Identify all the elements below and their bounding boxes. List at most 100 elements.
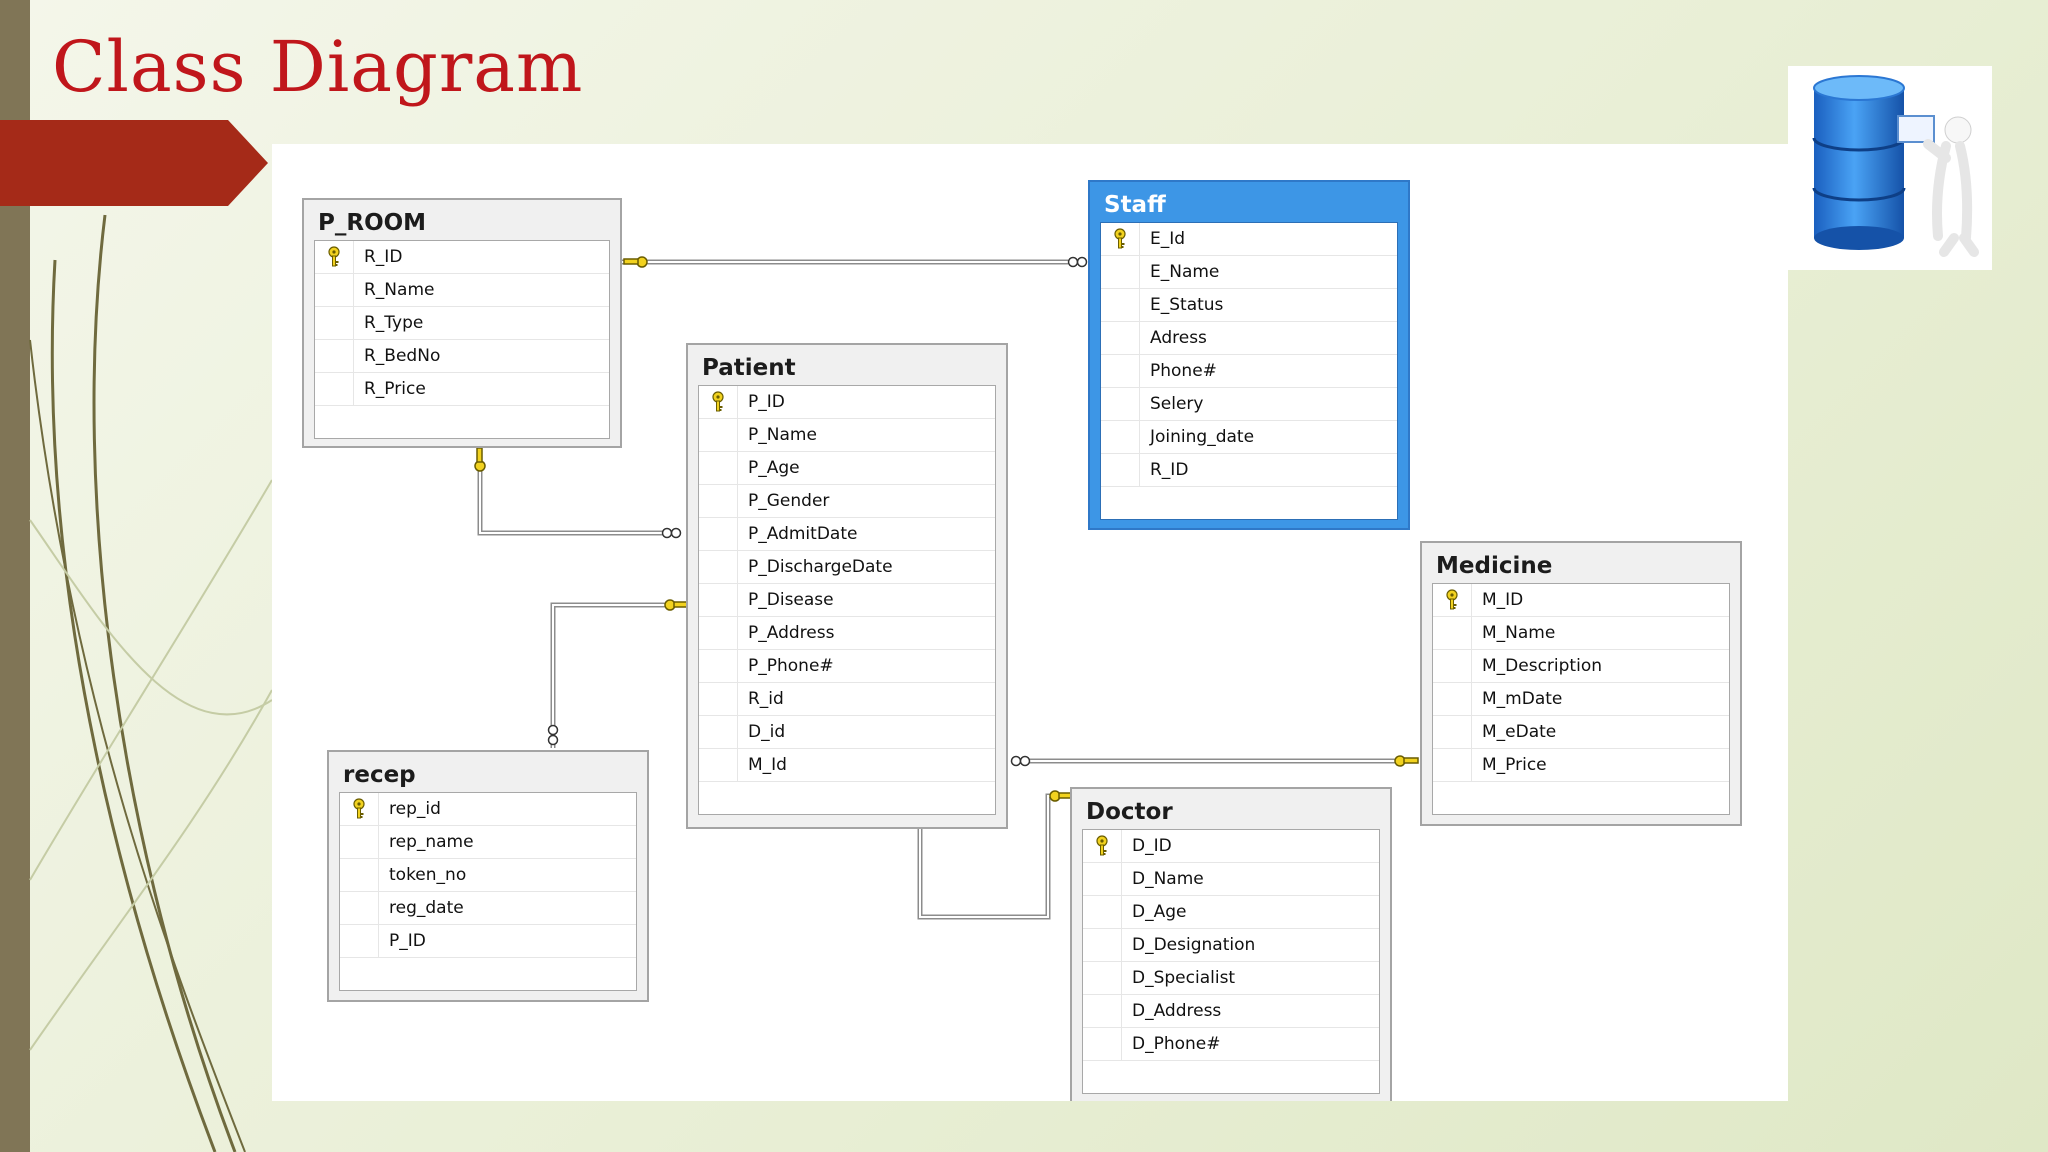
column-row[interactable]: D_Name: [1083, 863, 1379, 896]
column-row[interactable]: E_Status: [1101, 289, 1397, 322]
database-illustration: [1788, 66, 1992, 270]
column-row[interactable]: rep_id: [340, 793, 636, 826]
column-name: R_Name: [364, 280, 435, 300]
column-row[interactable]: M_mDate: [1433, 683, 1729, 716]
row-selector: [1083, 1028, 1122, 1060]
column-name: R_BedNo: [364, 346, 441, 366]
column-row[interactable]: P_Phone#: [699, 650, 995, 683]
row-selector: [340, 892, 379, 924]
column-name: R_ID: [364, 247, 403, 267]
column-row[interactable]: D_Phone#: [1083, 1028, 1379, 1061]
empty-row: [1083, 1061, 1379, 1093]
column-row[interactable]: R_Price: [315, 373, 609, 406]
row-selector: [315, 307, 354, 339]
column-name: M_ID: [1482, 590, 1524, 610]
row-selector: [699, 452, 738, 484]
column-row[interactable]: M_Description: [1433, 650, 1729, 683]
column-row[interactable]: P_ID: [340, 925, 636, 958]
row-selector: [340, 859, 379, 891]
empty-row: [699, 782, 995, 814]
column-row[interactable]: R_Type: [315, 307, 609, 340]
column-name: Adress: [1150, 328, 1207, 348]
column-row[interactable]: D_Designation: [1083, 929, 1379, 962]
column-row[interactable]: D_id: [699, 716, 995, 749]
column-row[interactable]: R_Name: [315, 274, 609, 307]
column-name: reg_date: [389, 898, 464, 918]
column-row[interactable]: Selery: [1101, 388, 1397, 421]
column-name: P_AdmitDate: [748, 524, 858, 544]
row-selector: [1083, 896, 1122, 928]
column-name: P_DischargeDate: [748, 557, 893, 577]
column-name: R_Price: [364, 379, 426, 399]
empty-row: [1101, 487, 1397, 519]
column-row[interactable]: Phone#: [1101, 355, 1397, 388]
column-row[interactable]: M_Price: [1433, 749, 1729, 782]
empty-row: [340, 958, 636, 990]
column-row[interactable]: R_ID: [1101, 454, 1397, 487]
column-row[interactable]: D_Age: [1083, 896, 1379, 929]
primary-key-icon: [315, 241, 354, 273]
column-row[interactable]: M_ID: [1433, 584, 1729, 617]
column-row[interactable]: P_ID: [699, 386, 995, 419]
column-name: E_Name: [1150, 262, 1220, 282]
row-selector: [1433, 683, 1472, 715]
column-row[interactable]: P_AdmitDate: [699, 518, 995, 551]
column-row[interactable]: D_ID: [1083, 830, 1379, 863]
column-row[interactable]: P_DischargeDate: [699, 551, 995, 584]
column-row[interactable]: E_Name: [1101, 256, 1397, 289]
column-name: D_Specialist: [1132, 968, 1236, 988]
column-name: M_eDate: [1482, 722, 1557, 742]
column-row[interactable]: M_Id: [699, 749, 995, 782]
column-row[interactable]: Adress: [1101, 322, 1397, 355]
slide-title: Class Diagram: [52, 26, 584, 108]
column-row[interactable]: P_Gender: [699, 485, 995, 518]
column-row[interactable]: rep_name: [340, 826, 636, 859]
column-row[interactable]: reg_date: [340, 892, 636, 925]
row-selector: [699, 749, 738, 781]
row-selector: [1083, 995, 1122, 1027]
column-row[interactable]: M_eDate: [1433, 716, 1729, 749]
row-selector: [699, 485, 738, 517]
row-selector: [1101, 355, 1140, 387]
column-name: D_ID: [1132, 836, 1172, 856]
column-row[interactable]: P_Name: [699, 419, 995, 452]
column-row[interactable]: D_Address: [1083, 995, 1379, 1028]
row-selector: [699, 551, 738, 583]
empty-row: [315, 406, 609, 438]
column-row[interactable]: P_Age: [699, 452, 995, 485]
column-row[interactable]: E_Id: [1101, 223, 1397, 256]
table-title: P_ROOM: [318, 210, 427, 236]
column-row[interactable]: D_Specialist: [1083, 962, 1379, 995]
column-row[interactable]: P_Address: [699, 617, 995, 650]
column-row[interactable]: M_Name: [1433, 617, 1729, 650]
column-name: M_Id: [748, 755, 787, 775]
column-name: R_Type: [364, 313, 424, 333]
primary-key-icon: [1083, 830, 1122, 862]
column-name: Joining_date: [1150, 427, 1255, 447]
column-name: P_Phone#: [748, 656, 834, 676]
column-row[interactable]: R_id: [699, 683, 995, 716]
column-row[interactable]: P_Disease: [699, 584, 995, 617]
column-name: R_id: [748, 689, 784, 709]
column-name: R_ID: [1150, 460, 1189, 480]
column-row[interactable]: R_BedNo: [315, 340, 609, 373]
table-title: Patient: [702, 355, 796, 381]
column-name: M_mDate: [1482, 689, 1563, 709]
column-row[interactable]: R_ID: [315, 241, 609, 274]
row-selector: [1433, 650, 1472, 682]
row-selector: [1083, 863, 1122, 895]
table-title: Doctor: [1086, 799, 1173, 825]
column-row[interactable]: token_no: [340, 859, 636, 892]
column-row[interactable]: Joining_date: [1101, 421, 1397, 454]
title-arrow-banner: [0, 120, 268, 206]
table-title: Staff: [1104, 192, 1166, 218]
